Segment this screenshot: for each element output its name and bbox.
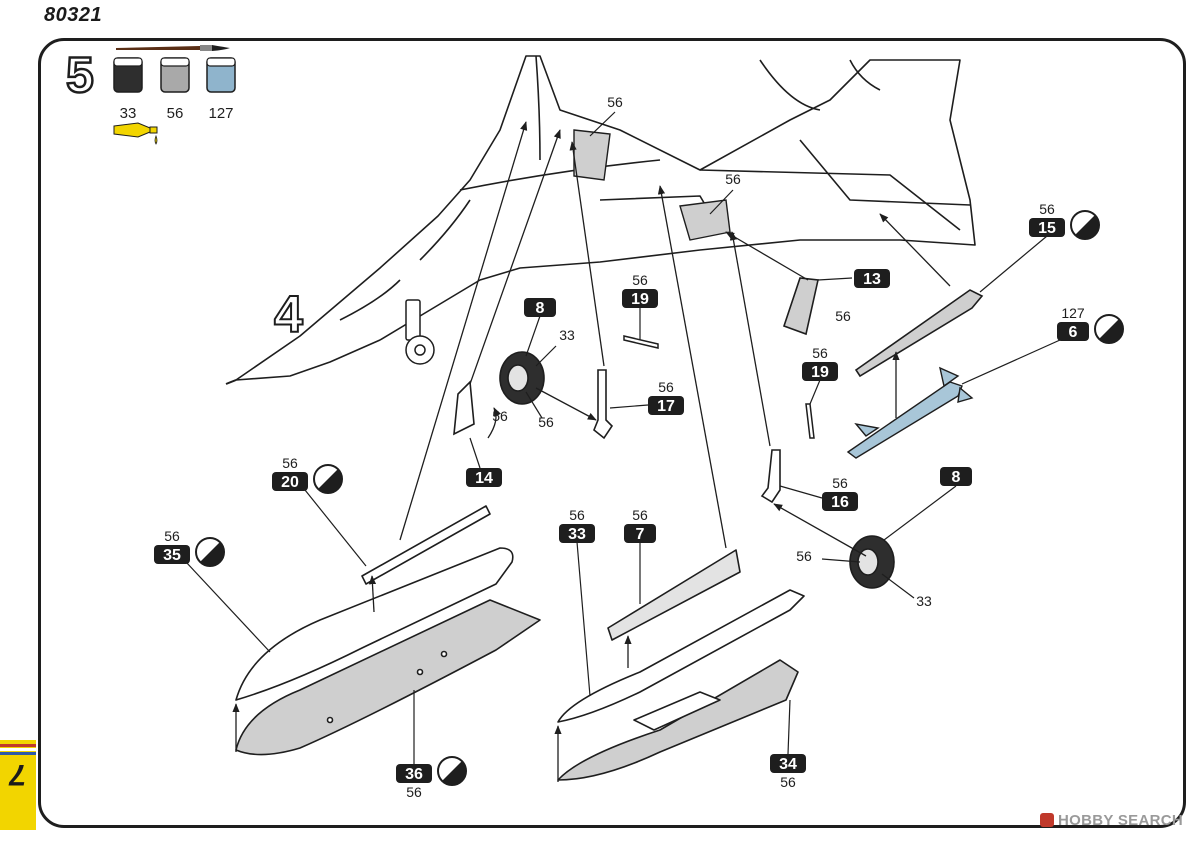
- part-number: 33: [568, 526, 586, 543]
- main-wheel-left: [499, 351, 545, 405]
- part-number: 34: [779, 756, 797, 773]
- half-matte-icon: [313, 464, 343, 494]
- nose-gear-bay: [573, 129, 731, 241]
- part-number: 35: [163, 547, 181, 564]
- part-13-label: 13: [854, 269, 890, 288]
- part-number: 20: [281, 474, 299, 491]
- instruction-frame: [38, 38, 1186, 828]
- paint-reference: 56: [832, 475, 848, 491]
- retraction-strut-left: [623, 335, 659, 349]
- main-gear-leg-right: [760, 449, 781, 504]
- paint-jar-56: 56: [160, 57, 190, 122]
- part-number: 13: [863, 271, 881, 288]
- part-number: 14: [475, 470, 493, 487]
- page-number: 7: [9, 758, 27, 791]
- paint-reference: 56: [812, 345, 828, 361]
- half-matte-icon: [1094, 314, 1124, 344]
- paint-reference: 127: [1061, 305, 1085, 321]
- watermark-logo-icon: [1040, 813, 1054, 827]
- prior-step-number: 4: [274, 286, 303, 344]
- paint-jar-33: 33: [113, 57, 143, 122]
- part-number: 15: [1038, 220, 1056, 237]
- outer-pylon: [854, 289, 984, 378]
- part-7-label: 756: [624, 507, 656, 543]
- paint-callout: 33: [559, 327, 575, 343]
- part-14-label: 14: [466, 468, 502, 487]
- flag-stripe-white: [0, 748, 36, 751]
- paint-reference: 56: [569, 507, 585, 523]
- nose-gear-door-part-14: [453, 380, 475, 436]
- flag-stripe-red: [0, 744, 36, 747]
- watermark-text: HOBBY SEARCH: [1058, 812, 1184, 829]
- paint-reference: 56: [658, 379, 674, 395]
- airframe-underside: [225, 55, 976, 385]
- paint-jar-127: 127: [206, 57, 236, 122]
- paint-reference: 56: [164, 528, 180, 544]
- step-number: 5: [66, 47, 94, 103]
- paint-callout: 56: [835, 308, 851, 324]
- watermark: HOBBY SEARCH: [1040, 812, 1183, 829]
- part-number: 17: [657, 398, 675, 415]
- paint-callout: 56: [607, 94, 623, 110]
- paint-reference: 56: [282, 455, 298, 471]
- nose-gear-assembled: [405, 299, 435, 365]
- glue-tube-icon: [113, 122, 158, 145]
- retraction-strut-right: [805, 403, 815, 439]
- paint-reference: 56: [632, 272, 648, 288]
- left-drop-tank: [235, 505, 541, 756]
- leader-lines: [185, 111, 1061, 764]
- part-number: 19: [811, 364, 829, 381]
- part-number: 36: [405, 766, 423, 783]
- paint-reference: 56: [632, 507, 648, 523]
- part-number: 8: [536, 300, 545, 317]
- paint-callout: 56: [492, 408, 508, 424]
- flag-stripe-blue: [0, 752, 36, 755]
- main-gear-leg-left: [593, 369, 614, 440]
- half-matte-icon: [437, 756, 467, 786]
- part-8-label: 8: [524, 298, 556, 317]
- part-number: 16: [831, 494, 849, 511]
- paint-reference: 56: [406, 784, 422, 800]
- half-matte-icon: [1070, 210, 1100, 240]
- paint-reference: 56: [780, 774, 796, 790]
- paint-callout: 56: [796, 548, 812, 564]
- part-number: 6: [1069, 324, 1078, 341]
- paint-reference: 56: [1039, 201, 1055, 217]
- half-matte-icon: [195, 537, 225, 567]
- paint-callout: 33: [916, 593, 932, 609]
- paint-code-127: 127: [208, 105, 233, 122]
- part-number: 7: [636, 526, 645, 543]
- paint-brush-icon: [116, 45, 230, 51]
- paint-code-33: 33: [120, 105, 137, 122]
- paint-code-56: 56: [167, 105, 184, 122]
- part-8-label: 8: [940, 467, 972, 486]
- assembly-arrows: [232, 121, 951, 782]
- gear-door: [782, 277, 819, 336]
- air-to-air-missile: [846, 366, 974, 459]
- paint-callout: 56: [725, 171, 741, 187]
- kit-number: 80321: [44, 4, 103, 26]
- page-tab: [0, 740, 36, 830]
- part-number: 19: [631, 291, 649, 308]
- part-number: 8: [952, 469, 961, 486]
- right-drop-tank: [557, 549, 805, 781]
- paint-callout: 56: [538, 414, 554, 430]
